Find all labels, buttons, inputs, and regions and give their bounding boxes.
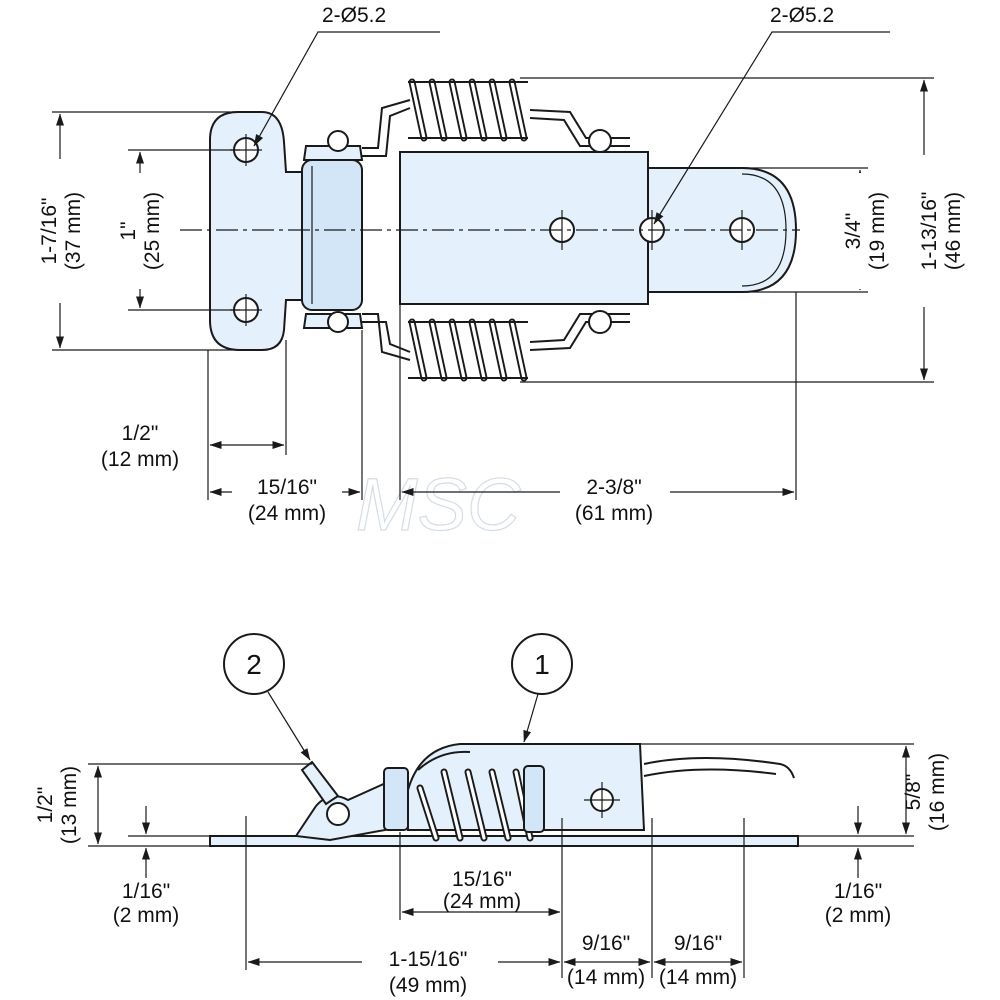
dim-spring-imperial: 15/16" [452,868,512,891]
dim-seg-a-metric: (14 mm) [567,966,645,989]
dim-thickness-left-metric: (2 mm) [113,904,180,927]
mounting-plate-side [209,835,799,847]
dim-flange-metric: (12 mm) [101,448,179,471]
callout-2-circle [223,633,285,695]
dim-thickness-left-imperial: 1/16" [122,880,170,903]
dim-keeper-width-metric: (19 mm) [866,192,889,270]
watermark: MSC [356,463,521,546]
hole-label-right: 2-Ø5.2 [770,4,834,27]
dim-lip-imperial: 5/8" [902,774,925,811]
dim-seg-b-imperial: 9/16" [674,932,722,955]
dim-flange-imperial: 1/2" [122,422,159,445]
dim-thickness-right-metric: (2 mm) [825,904,892,927]
dim-overall-height-metric: (37 mm) [62,192,85,270]
keeper-lip [643,757,795,779]
dim-seg-b-metric: (14 mm) [659,966,737,989]
callout-1-circle [511,633,573,695]
callout-1-label: 1 [534,649,550,680]
dim-keeper-length-metric: (61 mm) [575,502,653,525]
base-plate [209,111,319,351]
callout-2-label: 2 [246,649,262,680]
dim-seg-a-imperial: 9/16" [582,932,630,955]
dim-overall-height-imperial: 1-7/16" [38,198,61,265]
dim-keeper-width-imperial: 3/4" [842,213,865,250]
dim-keeper-length-imperial: 2-3/8" [586,476,641,499]
dim-spring-height-metric: (46 mm) [942,192,965,270]
dim-total-metric: (49 mm) [389,974,467,997]
spring-collar [383,767,409,831]
dim-height-imperial: 1/2" [34,787,57,824]
dim-hole-spacing-metric: (25 mm) [141,192,164,270]
dim-base-length-metric: (24 mm) [248,502,326,525]
spring-bottom [408,318,528,382]
spring-side [416,768,534,842]
dim-spring-metric: (24 mm) [443,890,521,913]
spring-top [408,78,528,142]
hole-label-left: 2-Ø5.2 [322,4,386,27]
lever-tab [300,760,340,806]
dim-total-imperial: 1-15/16" [389,948,468,971]
top-view: 2-Ø5.2 2-Ø5.2 1-7/16" (37 mm) 1" (25 mm)… [34,4,966,525]
dim-hole-spacing-imperial: 1" [117,221,140,240]
dim-height-metric: (13 mm) [58,766,81,844]
side-view: 2 1 1/2" (13 mm) 5/8" [34,633,949,997]
dim-base-length-imperial: 15/16" [257,476,317,499]
hinge-barrel [301,159,363,311]
dim-lip-metric: (16 mm) [926,753,949,831]
dim-spring-height-imperial: 1-13/16" [918,192,941,271]
dim-thickness-right-imperial: 1/16" [834,880,882,903]
latch-body [399,151,649,305]
